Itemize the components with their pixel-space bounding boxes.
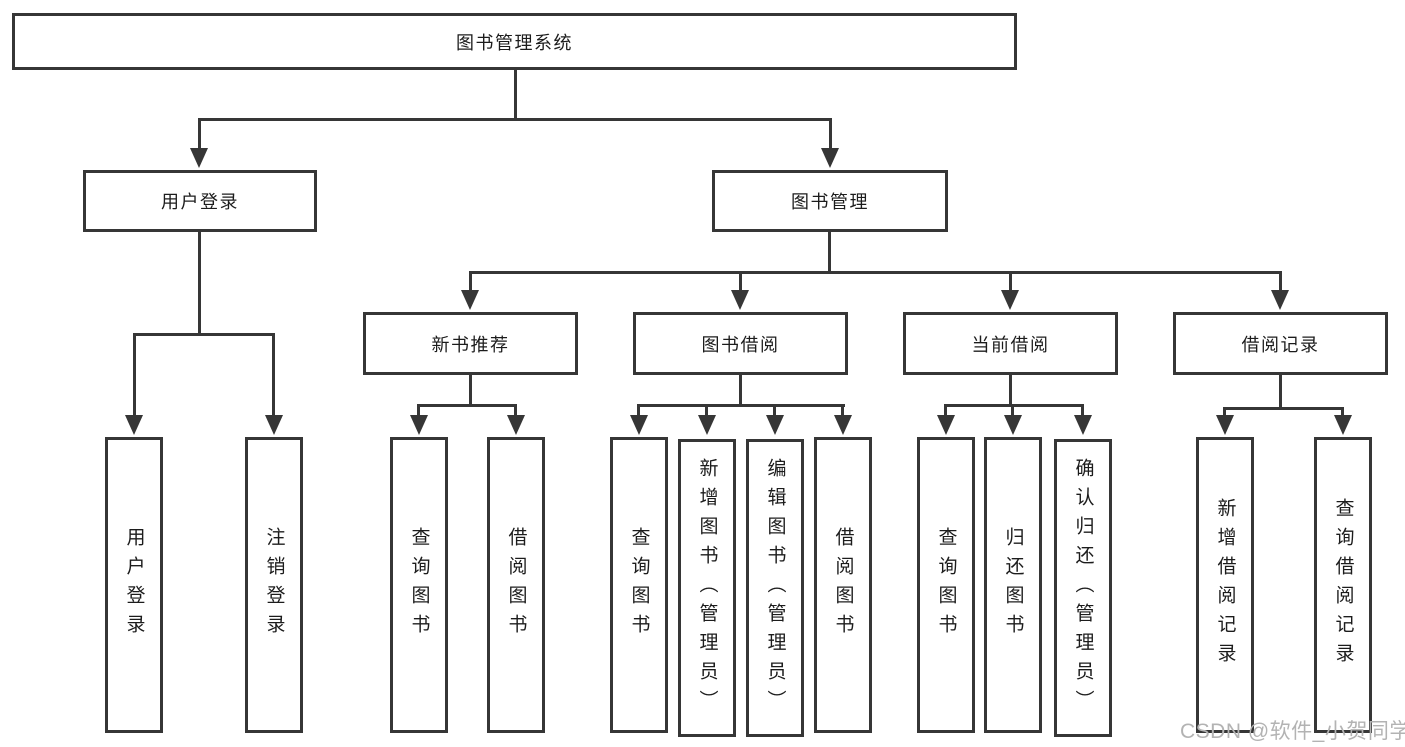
leaf-query-borrow-record: 查询借阅记录 (1314, 437, 1372, 733)
connector-line (198, 232, 201, 336)
connector-line (417, 404, 517, 407)
leaf-query-book-borrow: 查询图书 (610, 437, 668, 733)
leaf-add-book-admin: 新增图书（管理员） (678, 439, 736, 737)
connector-line (133, 333, 136, 415)
watermark: CSDN @软件_小贺同学 (1180, 720, 1405, 743)
arrow-down-icon (1271, 290, 1289, 310)
connector-line (514, 404, 517, 417)
connector-line (829, 118, 832, 152)
arrow-down-icon (834, 415, 852, 435)
connector-line (739, 375, 742, 407)
leaf-query-book-current: 查询图书 (917, 437, 975, 733)
node-user-login: 用户登录 (83, 170, 317, 232)
connector-line (469, 271, 472, 292)
connector-line (469, 375, 472, 407)
connector-line (198, 118, 832, 121)
arrow-down-icon (125, 415, 143, 435)
arrow-down-icon (766, 415, 784, 435)
connector-line (272, 333, 275, 415)
leaf-borrow-book: 借阅图书 (814, 437, 872, 733)
connector-line (944, 404, 1084, 407)
arrow-down-icon (937, 415, 955, 435)
connector-line (1081, 404, 1084, 417)
connector-line (1011, 404, 1014, 417)
arrow-down-icon (698, 415, 716, 435)
connector-line (841, 404, 844, 417)
connector-line (198, 118, 201, 152)
node-current-borrow: 当前借阅 (903, 312, 1118, 375)
node-book-management: 图书管理 (712, 170, 948, 232)
connector-line (133, 333, 275, 336)
arrow-down-icon (821, 148, 839, 168)
connector-line (1279, 375, 1282, 410)
arrow-down-icon (410, 415, 428, 435)
arrow-down-icon (1074, 415, 1092, 435)
leaf-confirm-return-admin: 确认归还（管理员） (1054, 439, 1112, 737)
node-root: 图书管理系统 (12, 13, 1017, 70)
connector-line (1279, 271, 1282, 292)
leaf-return-book: 归还图书 (984, 437, 1042, 733)
connector-line (1223, 407, 1226, 417)
arrow-down-icon (1334, 415, 1352, 435)
connector-line (514, 70, 517, 120)
connector-line (637, 404, 845, 407)
arrow-down-icon (731, 290, 749, 310)
connector-line (1009, 271, 1012, 292)
arrow-down-icon (461, 290, 479, 310)
arrow-down-icon (265, 415, 283, 435)
leaf-logout-login: 注销登录 (245, 437, 303, 733)
connector-line (637, 404, 640, 417)
connector-line (828, 232, 831, 273)
connector-line (739, 271, 742, 292)
connector-line (469, 271, 1282, 274)
connector-line (1009, 375, 1012, 407)
arrow-down-icon (630, 415, 648, 435)
leaf-user-login: 用户登录 (105, 437, 163, 733)
connector-line (417, 404, 420, 417)
node-book-borrow: 图书借阅 (633, 312, 848, 375)
arrow-down-icon (190, 148, 208, 168)
node-new-book-recommend: 新书推荐 (363, 312, 578, 375)
arrow-down-icon (1001, 290, 1019, 310)
arrow-down-icon (507, 415, 525, 435)
connector-line (944, 404, 947, 417)
connector-line (1223, 407, 1344, 410)
leaf-edit-book-admin: 编辑图书（管理员） (746, 439, 804, 737)
connector-line (705, 404, 708, 417)
connector-line (1341, 407, 1344, 417)
arrow-down-icon (1216, 415, 1234, 435)
connector-line (773, 404, 776, 417)
leaf-query-book-recommend: 查询图书 (390, 437, 448, 733)
node-borrow-records: 借阅记录 (1173, 312, 1388, 375)
leaf-borrow-book-recommend: 借阅图书 (487, 437, 545, 733)
arrow-down-icon (1004, 415, 1022, 435)
leaf-add-borrow-record: 新增借阅记录 (1196, 437, 1254, 733)
